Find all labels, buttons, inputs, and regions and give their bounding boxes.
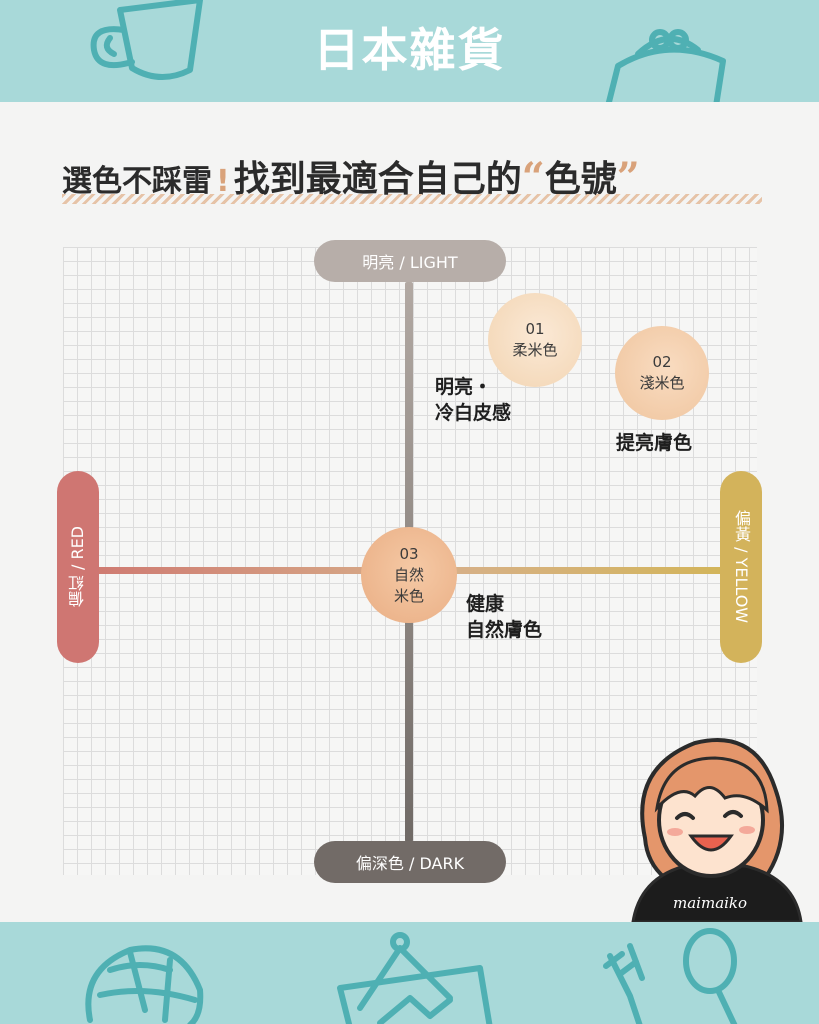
avatar: maimaiko xyxy=(631,738,803,922)
axis-label-red: 偏紅 / RED xyxy=(57,471,99,663)
shade-02-number: 02 xyxy=(652,353,672,371)
avatar-signature: maimaiko xyxy=(673,894,747,912)
shade-03-description: 健康 自然膚色 xyxy=(466,593,543,641)
top-banner: 日本雜貨 xyxy=(0,0,819,102)
brand-title: 日本雜貨 xyxy=(313,23,506,77)
shade-02-name: 淺米色 xyxy=(639,374,685,392)
close-quote: ” xyxy=(616,154,640,201)
headline-part-a: 選色不踩雷 xyxy=(62,164,212,199)
open-quote: “ xyxy=(521,154,545,201)
headline: 選色不踩雷!找到最適合自己的“色號” xyxy=(62,150,762,210)
fork-spoon-icon xyxy=(603,928,738,1024)
headline-underline xyxy=(62,194,762,204)
shade-03-swatch: 03 自然 米色 xyxy=(361,527,457,623)
bottom-banner xyxy=(0,922,819,1024)
shade-02-swatch: 02 淺米色 xyxy=(615,326,709,420)
headline-highlight: 色號 xyxy=(544,159,617,200)
shade-01-swatch: 01 柔米色 xyxy=(488,293,582,387)
headline-part-b: 找到最適合自己的 xyxy=(233,159,522,200)
headline-exclaim: ! xyxy=(216,164,230,199)
axis-label-dark: 偏深色 / DARK xyxy=(314,841,506,883)
axis-label-red-text: 偏紅 / RED xyxy=(68,526,87,608)
axis-label-light: 明亮 / LIGHT xyxy=(314,240,506,282)
shade-03-name-1: 自然 xyxy=(393,565,424,584)
teapot-icon xyxy=(85,945,204,1024)
shade-03-number: 03 xyxy=(399,544,419,563)
axis-label-yellow: 偏黃 / YELLOW xyxy=(720,471,762,663)
axis-label-yellow-text: 偏黃 / YELLOW xyxy=(732,510,751,624)
shade-01-description: 明亮・ 冷白皮感 xyxy=(435,376,512,424)
shade-02-description: 提亮膚色 xyxy=(616,432,693,454)
purse-icon xyxy=(605,29,726,102)
shade-01-name: 柔米色 xyxy=(512,341,558,359)
mug-icon xyxy=(90,0,203,80)
shade-03-name-2: 米色 xyxy=(393,586,424,605)
picture-frame-icon xyxy=(337,932,493,1024)
shade-01-number: 01 xyxy=(525,320,545,338)
